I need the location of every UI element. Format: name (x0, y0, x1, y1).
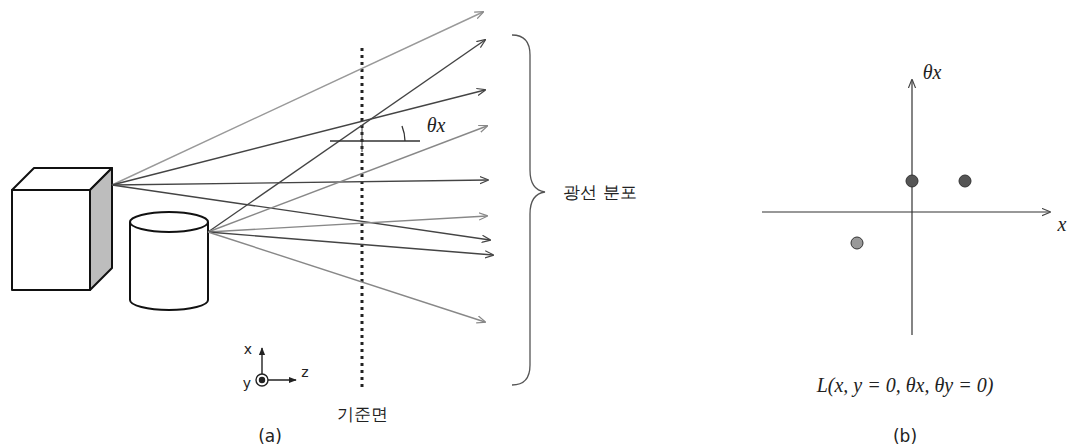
cube-object (12, 168, 112, 290)
axis-label: x (244, 342, 252, 357)
axis-label: z (301, 365, 308, 380)
light-rays (112, 12, 493, 322)
axis-label: x (1058, 213, 1067, 235)
panel-label: (a) (258, 427, 282, 446)
ray-points (851, 175, 971, 249)
reference-plane (361, 48, 364, 390)
panel-label: (b) (893, 427, 917, 446)
function-label: L(x, y = 0, θx, θy = 0) (817, 374, 994, 396)
coordinate-axes (256, 348, 296, 386)
plane-label: 기준면 (337, 405, 388, 424)
bracket (512, 35, 545, 385)
angle-label: θx (427, 114, 446, 136)
cylinder-object (130, 212, 208, 310)
axis-label: y (243, 376, 251, 391)
bracket-label: 광선 분포 (563, 183, 636, 202)
phase-space-axes (762, 80, 1050, 335)
angle-indicator (330, 126, 420, 152)
axis-label: θx (923, 61, 942, 83)
